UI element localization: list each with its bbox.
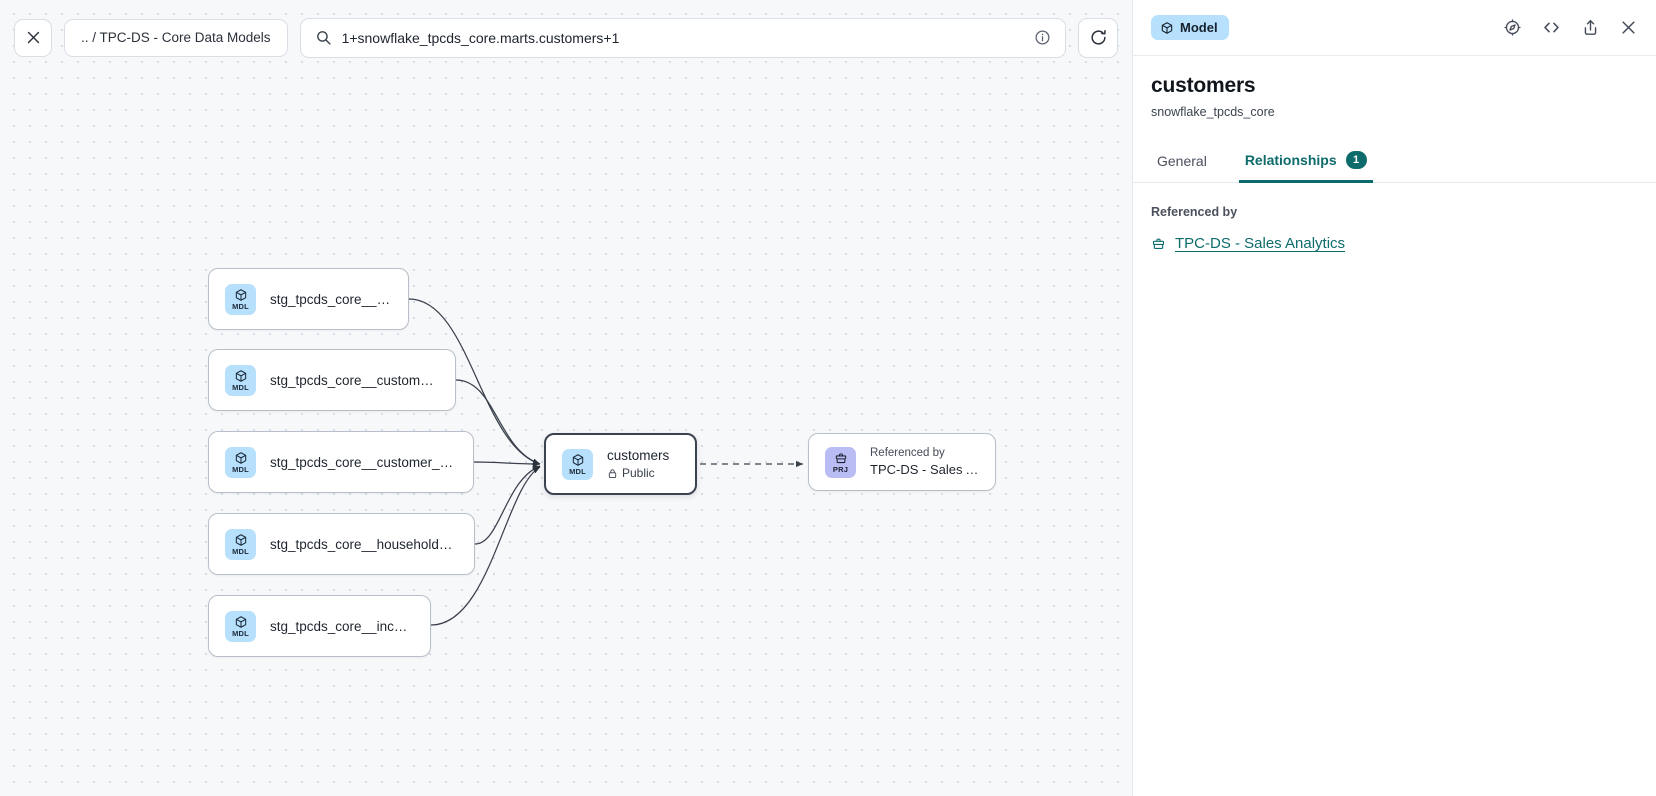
badge-label: MDL — [232, 464, 249, 474]
cube-icon — [235, 288, 246, 301]
badge-label: PRJ — [832, 464, 849, 474]
code-icon — [1544, 22, 1559, 33]
info-icon[interactable] — [1034, 29, 1051, 46]
graph-node[interactable]: MDL stg_tpcds_core__household_demogr... — [208, 513, 475, 575]
cube-icon — [235, 451, 246, 464]
refresh-button[interactable] — [1078, 17, 1118, 58]
panel-content: Referenced by TPC-DS - Sales Analytics — [1133, 183, 1656, 796]
tab-relationships[interactable]: Relationships 1 — [1238, 143, 1373, 183]
refresh-icon — [1090, 29, 1106, 45]
node-title: TPC-DS - Sales Analytics — [870, 462, 979, 477]
cube-icon — [235, 615, 246, 628]
cube-icon — [235, 533, 246, 546]
page-subtitle: snowflake_tpcds_core — [1151, 105, 1275, 119]
cube-icon — [1161, 21, 1173, 34]
badge-label: MDL — [232, 628, 249, 638]
graph-node[interactable]: MDL stg_tpcds_core__income_band — [208, 595, 431, 657]
node-title: stg_tpcds_core__customer_demogra... — [270, 454, 457, 470]
model-badge: MDL — [225, 283, 256, 315]
badge-label: MDL — [232, 301, 249, 311]
graph-edges — [408, 298, 804, 626]
page-title: customers — [1151, 74, 1256, 97]
share-button[interactable] — [1581, 18, 1600, 37]
node-body: Referenced by TPC-DS - Sales Analytics — [870, 446, 979, 478]
node-body: stg_tpcds_core__customer — [270, 292, 392, 307]
graph-node[interactable]: MDL stg_tpcds_core__customer — [208, 268, 409, 330]
project-badge: PRJ — [825, 446, 856, 478]
node-body: stg_tpcds_core__income_band — [270, 619, 414, 634]
tab-label: General — [1157, 153, 1207, 169]
panel-actions — [1503, 17, 1638, 38]
node-title: stg_tpcds_core__customer_address — [270, 372, 439, 388]
graph-node[interactable]: MDL stg_tpcds_core__customer_address — [208, 349, 456, 411]
close-panel-button[interactable] — [1619, 18, 1638, 37]
search-icon — [316, 31, 331, 45]
close-lineage-button[interactable] — [14, 18, 52, 57]
node-kicker: Referenced by — [870, 447, 945, 459]
model-badge: MDL — [225, 610, 256, 642]
graph-node-selected[interactable]: MDL customers Public — [544, 433, 697, 495]
breadcrumb[interactable]: .. / TPC-DS - Core Data Models — [64, 18, 288, 57]
node-body: stg_tpcds_core__customer_address — [270, 373, 439, 388]
model-badge: MDL — [225, 528, 256, 560]
node-title: stg_tpcds_core__customer — [270, 291, 392, 307]
close-icon — [1622, 21, 1635, 34]
entity-type-label: Model — [1180, 20, 1218, 35]
lineage-canvas[interactable]: .. / TPC-DS - Core Data Models — [0, 0, 1132, 796]
share-icon — [1584, 19, 1597, 35]
badge-label: MDL — [569, 466, 586, 476]
node-body: stg_tpcds_core__household_demogr... — [270, 537, 458, 552]
tab-label: Relationships — [1244, 152, 1337, 168]
model-badge: MDL — [225, 446, 256, 478]
lineage-search-box[interactable] — [299, 17, 1066, 58]
explore-button[interactable] — [1503, 18, 1522, 37]
close-icon — [27, 31, 39, 44]
project-icon — [835, 452, 846, 463]
cube-icon — [572, 453, 583, 466]
search-input[interactable] — [341, 29, 1024, 46]
panel-header: customers snowflake_tpcds_core — [1133, 56, 1656, 119]
details-panel: Model — [1132, 0, 1656, 796]
node-body: stg_tpcds_core__customer_demogra... — [270, 455, 457, 470]
node-title: stg_tpcds_core__income_band — [270, 618, 414, 634]
node-access-label: Public — [622, 466, 655, 480]
tab-general[interactable]: General — [1151, 145, 1213, 183]
node-title: stg_tpcds_core__household_demogr... — [270, 536, 458, 552]
badge-label: MDL — [232, 546, 249, 556]
tab-count-badge: 1 — [1345, 151, 1367, 169]
entity-type-badge: Model — [1151, 15, 1229, 40]
node-body: customers Public — [607, 448, 669, 480]
graph-node[interactable]: MDL stg_tpcds_core__customer_demogra... — [208, 431, 474, 493]
badge-label: MDL — [232, 382, 249, 392]
lock-icon — [608, 468, 617, 478]
list-item[interactable]: TPC-DS - Sales Analytics — [1151, 235, 1638, 252]
canvas-toolbar: .. / TPC-DS - Core Data Models — [0, 0, 1132, 75]
model-badge: MDL — [225, 364, 256, 396]
view-code-button[interactable] — [1541, 17, 1562, 38]
model-badge: MDL — [562, 448, 593, 480]
node-access: Public — [607, 466, 669, 480]
cube-icon — [235, 369, 246, 382]
panel-tabs: General Relationships 1 — [1133, 143, 1656, 183]
panel-toolbar: Model — [1133, 0, 1656, 56]
graph-node-project[interactable]: PRJ Referenced by TPC-DS - Sales Analyti… — [808, 433, 996, 491]
referenced-by-link[interactable]: TPC-DS - Sales Analytics — [1175, 235, 1346, 252]
project-icon — [1152, 238, 1165, 249]
graph-viewport[interactable]: MDL stg_tpcds_core__customer MDL stg_tpc… — [0, 0, 1132, 796]
node-title: customers — [607, 448, 670, 463]
explore-icon — [1504, 19, 1521, 36]
referenced-by-label: Referenced by — [1151, 205, 1238, 219]
